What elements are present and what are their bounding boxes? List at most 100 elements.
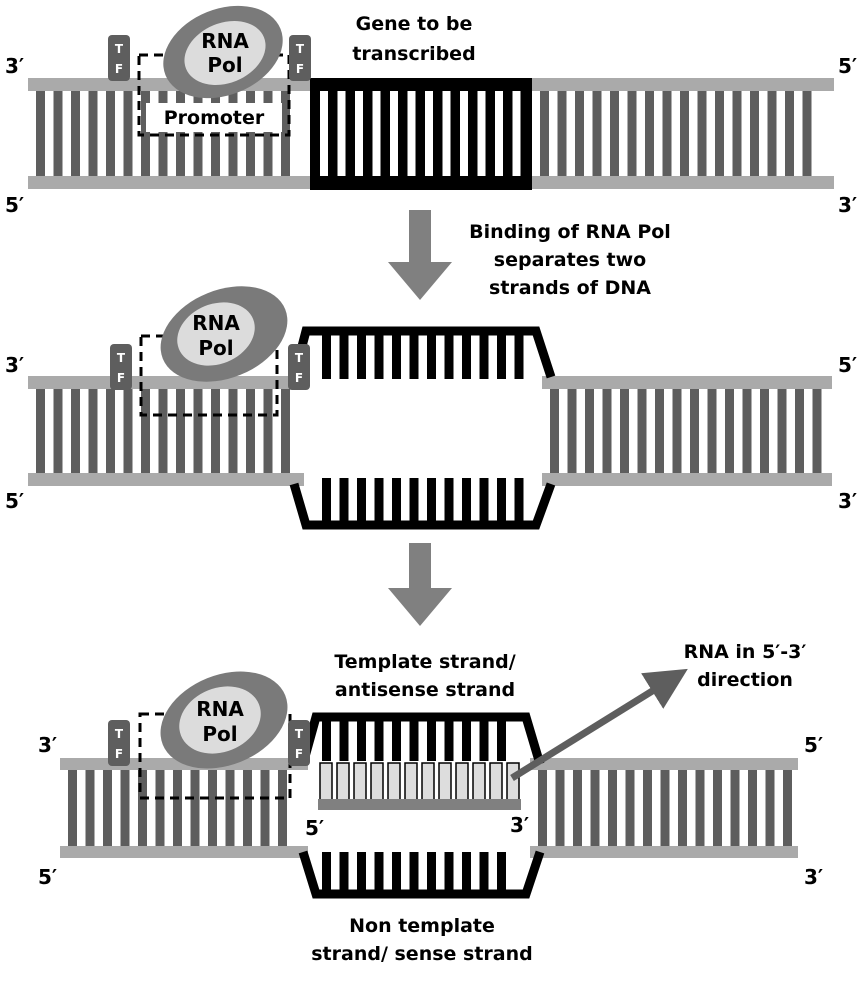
template-base	[357, 335, 366, 379]
base-pair	[697, 91, 707, 176]
polymerase-label-line1: RNA	[196, 697, 244, 721]
template-base	[322, 721, 331, 761]
base-pair	[620, 389, 629, 473]
base-pair	[208, 770, 217, 846]
base-pair	[71, 389, 80, 473]
transcription-factor-left: T F	[108, 720, 130, 766]
template-base	[357, 721, 366, 761]
sense-base	[409, 478, 419, 522]
base-pair	[557, 91, 567, 176]
base-pair	[278, 770, 287, 846]
template-base	[497, 721, 506, 761]
base-pair	[725, 389, 734, 473]
gene-top-backbone	[310, 78, 532, 91]
base-pair-rungs	[36, 389, 822, 473]
base-pair	[777, 389, 787, 473]
template-base	[374, 721, 384, 761]
sense-base	[444, 478, 454, 522]
separated-sense-strand	[289, 478, 556, 530]
rna-nucleotide	[472, 762, 486, 801]
sense-base	[497, 852, 506, 892]
left-top-backbone	[28, 376, 304, 389]
rna-polymerase: RNA Pol	[163, 5, 283, 99]
gene-label-line1: Gene to be	[356, 13, 473, 35]
base-pair	[263, 91, 273, 176]
end-label-bottom-left: 5′	[5, 489, 24, 513]
base-pair	[190, 770, 200, 846]
sense-base	[357, 478, 366, 522]
gene-label-line2: transcribed	[352, 43, 475, 65]
base-pair	[713, 770, 722, 846]
template-base	[427, 335, 436, 379]
gene-base-pair	[320, 91, 328, 176]
end-label-bottom-right: 3′	[804, 865, 823, 889]
rna-nucleotide	[336, 762, 350, 801]
base-pair	[173, 770, 182, 846]
transcription-factor-right: T F	[288, 720, 310, 766]
base-pair	[680, 91, 689, 176]
base-pair	[540, 91, 549, 176]
sense-base	[427, 852, 436, 892]
base-pair	[243, 770, 252, 846]
rna-nucleotide	[404, 762, 418, 801]
template-base	[374, 335, 384, 379]
end-label-top-right: 5′	[838, 353, 857, 377]
base-pair	[555, 770, 565, 846]
base-pair	[707, 389, 717, 473]
base-pair	[158, 389, 168, 473]
separated-template-strand	[289, 326, 556, 379]
sense-base	[392, 852, 401, 892]
base-pair	[538, 770, 547, 846]
base-pair	[246, 91, 255, 176]
template-base	[392, 721, 401, 761]
rna-nucleotide	[370, 762, 384, 801]
base-pair	[655, 389, 664, 473]
end-label-top-right: 5′	[804, 733, 823, 757]
gene-base-pair	[460, 91, 468, 176]
base-pair	[672, 389, 682, 473]
base-pair	[802, 91, 812, 176]
sense-base	[462, 852, 471, 892]
template-base	[392, 335, 401, 379]
sense-base	[427, 478, 436, 522]
sense-base	[497, 478, 506, 522]
base-pair	[260, 770, 270, 846]
gene-base-pair	[442, 91, 451, 176]
base-pair	[106, 389, 115, 473]
end-label-top-left: 3′	[5, 54, 24, 78]
end-label-bottom-right: 3′	[838, 193, 857, 217]
base-pair	[748, 770, 757, 846]
gene-base-pair	[425, 91, 433, 176]
left-bottom-backbone	[60, 846, 308, 858]
rna-direction-arrow	[510, 668, 688, 781]
end-label-top-right: 5′	[838, 54, 857, 78]
template-base	[514, 335, 524, 379]
gene-base-pair	[372, 91, 381, 176]
base-pair	[193, 389, 203, 473]
sense-base	[514, 478, 524, 522]
tf-letter-f: F	[295, 371, 303, 385]
left-bottom-backbone	[28, 473, 304, 486]
polymerase-label-line2: Pol	[202, 722, 237, 746]
step1-caption-line1: Binding of RNA Pol	[469, 221, 671, 243]
sense-base	[374, 478, 384, 522]
promoter-label: Promoter	[164, 107, 265, 129]
sense-base	[392, 478, 401, 522]
template-label-line2: antisense strand	[335, 679, 515, 701]
tf-letter-f: F	[296, 62, 304, 76]
end-label-top-left: 3′	[38, 733, 57, 757]
base-pair	[138, 770, 147, 846]
base-pair	[228, 389, 238, 473]
base-pair	[141, 91, 150, 176]
base-pair	[812, 389, 822, 473]
right-top-backbone	[542, 376, 832, 389]
template-strand-backbone	[289, 326, 556, 379]
template-strand	[298, 712, 545, 766]
base-pair	[608, 770, 617, 846]
base-pair	[690, 389, 699, 473]
template-base	[479, 335, 489, 379]
base-pair	[263, 389, 273, 473]
step1-caption-line3: strands of DNA	[489, 277, 651, 299]
base-pair	[795, 389, 804, 473]
sense-strand-backbone	[289, 482, 556, 530]
